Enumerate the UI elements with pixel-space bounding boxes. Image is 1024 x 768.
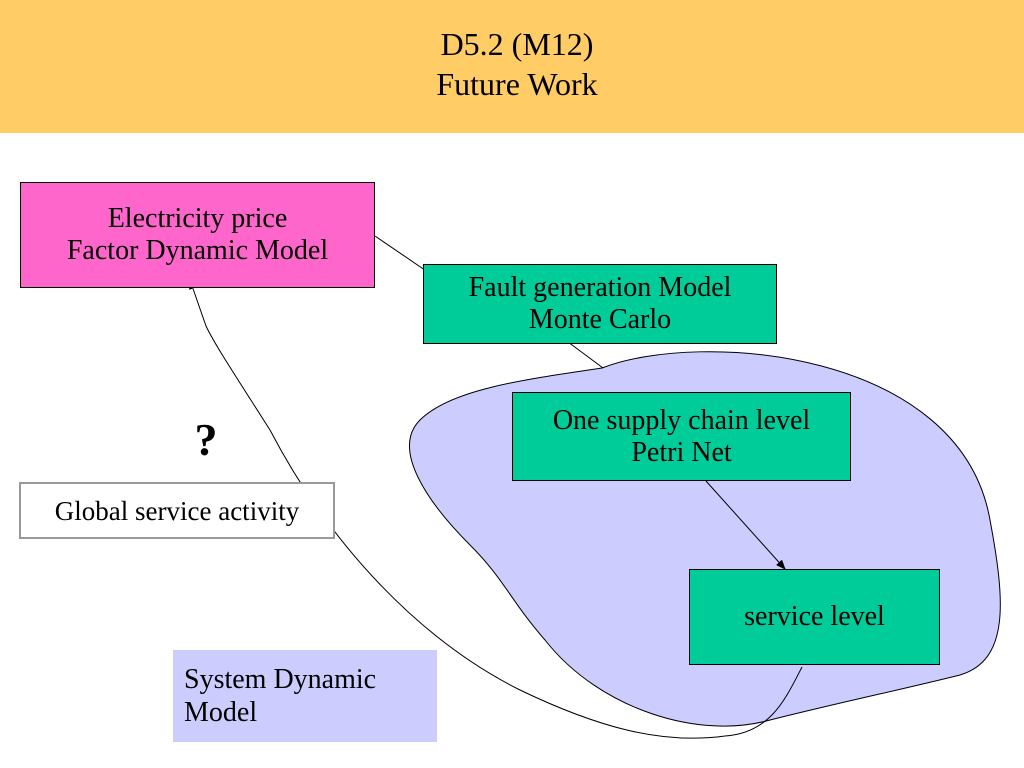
slide-title-line2: Future Work bbox=[436, 66, 598, 102]
system-dynamic-line1: System Dynamic bbox=[184, 664, 377, 695]
supply-chain-line2: Petri Net bbox=[631, 436, 732, 468]
system-dynamic-line2: Model bbox=[184, 697, 258, 728]
service-level-label: service level bbox=[744, 601, 885, 632]
slide-title-line1: D5.2 (M12) bbox=[440, 26, 594, 62]
supply-chain-box: One supply chain level Petri Net bbox=[512, 392, 851, 481]
global-service-activity-label: Global service activity bbox=[54, 495, 300, 526]
system-dynamic-model-box: System Dynamic Model bbox=[173, 650, 437, 742]
supply-to-service-arrow bbox=[705, 480, 786, 570]
service-level-box: service level bbox=[689, 569, 940, 665]
electricity-price-box: Electricity price Factor Dynamic Model bbox=[20, 182, 375, 288]
header-band bbox=[0, 0, 1024, 133]
electricity-price-line1: Electricity price bbox=[107, 203, 288, 234]
feedback-loop-curve bbox=[189, 279, 803, 739]
question-mark: ? bbox=[194, 414, 218, 465]
supply-chain-line1: One supply chain level bbox=[552, 404, 811, 436]
fault-generation-line1: Fault generation Model bbox=[468, 272, 732, 303]
fault-generation-line2: Monte Carlo bbox=[528, 304, 672, 335]
global-service-activity-box: Global service activity bbox=[19, 482, 335, 539]
electricity-price-line2: Factor Dynamic Model bbox=[66, 235, 329, 266]
slide-title: D5.2 (M12) Future Work bbox=[0, 24, 1024, 104]
fault-generation-box: Fault generation Model Monte Carlo bbox=[423, 264, 777, 344]
